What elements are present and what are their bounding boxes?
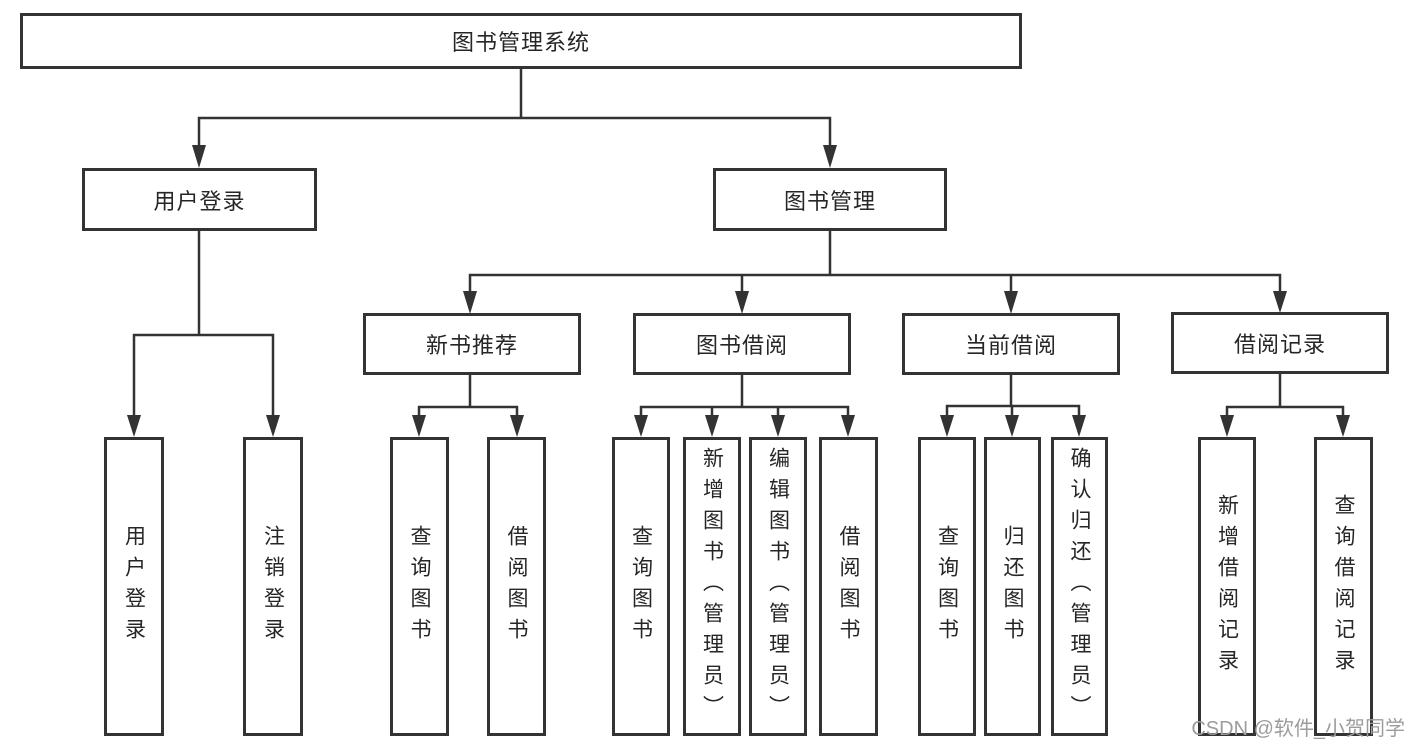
- node-book-borrowing: 图书借阅: [633, 313, 851, 375]
- leaf-add-book-admin: 新增图书（管理员）: [683, 437, 741, 736]
- leaf-query-book-borrowing: 查询图书: [612, 437, 670, 736]
- leaf-confirm-return-admin-label: 确认归还（管理员）: [1068, 447, 1091, 726]
- node-current-borrowing-label: 当前借阅: [964, 333, 1057, 358]
- node-borrow-records: 借阅记录: [1171, 312, 1389, 374]
- leaf-confirm-return-admin: 确认归还（管理员）: [1051, 437, 1108, 736]
- node-new-book-recommend-label: 新书推荐: [425, 333, 518, 358]
- node-borrow-records-label: 借阅记录: [1233, 332, 1326, 357]
- leaf-borrow-book-borrowing: 借阅图书: [819, 437, 878, 736]
- node-new-book-recommend: 新书推荐: [363, 313, 581, 375]
- connector-root-to-level2: [192, 69, 837, 168]
- leaf-borrow-book-recommend: 借阅图书: [487, 437, 546, 736]
- connector-records-to-leaves: [1220, 374, 1350, 437]
- connector-bookmgmt-to-level3: [463, 231, 1287, 314]
- leaf-query-book-borrowing-label: 查询图书: [629, 524, 653, 649]
- leaf-borrow-book-borrowing-label: 借阅图书: [837, 524, 860, 649]
- connector-userlogin-to-leaves: [127, 231, 280, 437]
- csdn-watermark: CSDN @软件_小贺同学: [1191, 718, 1405, 740]
- node-root: 图书管理系统: [20, 13, 1022, 69]
- leaf-logout-label: 注销登录: [261, 524, 285, 649]
- connector-borrowing-to-leaves: [634, 375, 855, 437]
- leaf-edit-book-admin: 编辑图书（管理员）: [749, 437, 807, 736]
- node-book-borrowing-label: 图书借阅: [695, 333, 788, 358]
- leaf-add-borrow-record-label: 新增借阅记录: [1215, 493, 1239, 680]
- leaf-user-login: 用户登录: [104, 437, 164, 736]
- leaf-edit-book-admin-label: 编辑图书（管理员）: [766, 447, 790, 726]
- node-user-login: 用户登录: [82, 168, 317, 231]
- leaf-query-book-recommend-label: 查询图书: [408, 524, 431, 649]
- node-book-management-label: 图书管理: [783, 188, 876, 214]
- connector-newbooks-to-leaves: [412, 375, 524, 437]
- leaf-query-book-current-label: 查询图书: [935, 524, 959, 649]
- leaf-query-borrow-record-label: 查询借阅记录: [1332, 493, 1355, 680]
- leaf-return-book: 归还图书: [984, 437, 1041, 736]
- leaf-return-book-label: 归还图书: [1001, 524, 1024, 649]
- leaf-query-borrow-record: 查询借阅记录: [1314, 437, 1373, 736]
- leaf-borrow-book-recommend-label: 借阅图书: [505, 524, 528, 649]
- leaf-query-book-recommend: 查询图书: [390, 437, 449, 736]
- leaf-user-login-label: 用户登录: [122, 524, 146, 649]
- leaf-add-borrow-record: 新增借阅记录: [1198, 437, 1256, 736]
- node-root-label: 图书管理系统: [451, 30, 590, 55]
- leaf-add-book-admin-label: 新增图书（管理员）: [700, 447, 724, 726]
- leaf-logout: 注销登录: [243, 437, 303, 736]
- node-user-login-label: 用户登录: [153, 188, 246, 214]
- leaf-query-book-current: 查询图书: [918, 437, 976, 736]
- node-book-management: 图书管理: [713, 168, 947, 231]
- connector-currentborrow-to-leaves: [940, 375, 1086, 437]
- node-current-borrowing: 当前借阅: [902, 313, 1120, 375]
